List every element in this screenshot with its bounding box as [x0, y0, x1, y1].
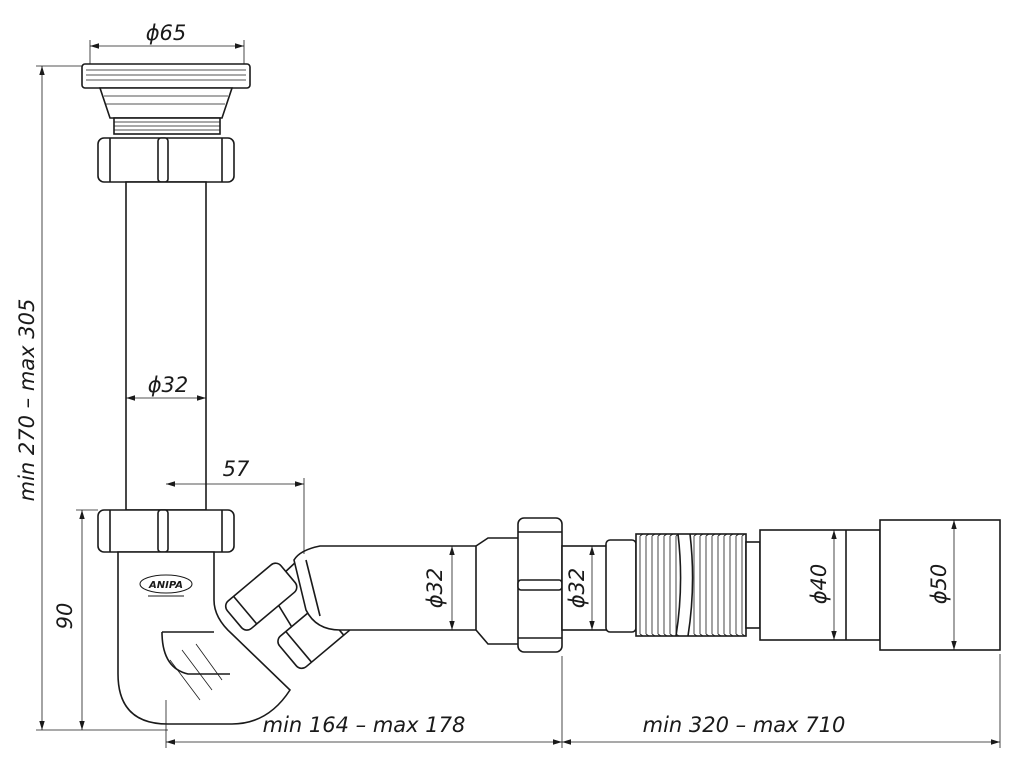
- hose-break-line: [675, 533, 694, 637]
- offset-label: 57: [223, 457, 250, 481]
- trap-body: [117, 551, 292, 725]
- hose-rib: [657, 533, 662, 637]
- branch-diameter-label: ϕ32: [423, 568, 447, 609]
- hose-rib: [717, 533, 722, 637]
- outlet-diameter-label: ϕ65: [146, 21, 187, 45]
- hose-rib: [639, 533, 644, 637]
- branch-length-label: min 164 – max 178: [263, 713, 466, 737]
- outlet-thread: [114, 121, 220, 131]
- ani-logo: ANIPA: [139, 574, 193, 597]
- hose-diameter-small-label: ϕ40: [807, 564, 831, 605]
- upper-nut: [97, 137, 235, 183]
- hose-rib: [663, 533, 668, 637]
- trap-height-label: 90: [53, 603, 77, 630]
- hose-rib: [705, 533, 710, 637]
- hose-rib: [735, 533, 740, 637]
- dimension-hose-large: ϕ50: [927, 520, 957, 650]
- hose-length-label: min 320 – max 710: [643, 713, 846, 737]
- dimension-trap-height: 90: [53, 509, 98, 730]
- dimension-branch: ϕ32: [423, 546, 455, 630]
- corrugated-hose: [605, 533, 761, 637]
- lower-nut: [97, 509, 235, 553]
- hose-rib: [651, 533, 656, 637]
- hose-rib: [669, 533, 674, 637]
- hose-rib: [741, 533, 746, 637]
- horizontal-pipe: [293, 545, 489, 631]
- dimension-lengths: min 164 – max 178 min 320 – max 710: [165, 654, 1001, 748]
- dimension-union: ϕ32: [565, 546, 595, 630]
- dimension-offset: 57: [166, 457, 305, 554]
- hose-rib: [645, 533, 650, 637]
- logo-text: ANIPA: [148, 580, 183, 591]
- union-diameter-label: ϕ32: [565, 568, 589, 609]
- end-sleeve: [759, 519, 1001, 651]
- hose-rib: [729, 533, 734, 637]
- dimension-vertical-pipe: ϕ32: [126, 373, 206, 401]
- vertical-pipe: [125, 181, 207, 511]
- hose-rib: [693, 533, 698, 637]
- hose-rib: [699, 533, 704, 637]
- union-coupling: [475, 517, 609, 653]
- hose-rib: [711, 533, 716, 637]
- vertical-pipe-diameter-label: ϕ32: [148, 373, 189, 397]
- overall-height-label: min 270 – max 305: [15, 299, 39, 502]
- hose-diameter-large-label: ϕ50: [927, 564, 951, 605]
- dimension-overall-height: min 270 – max 305: [15, 65, 168, 731]
- dimension-outlet: ϕ65: [89, 21, 245, 64]
- outlet-grate: [81, 63, 251, 135]
- hose-rib: [723, 533, 728, 637]
- dimension-hose-small: ϕ40: [807, 530, 837, 640]
